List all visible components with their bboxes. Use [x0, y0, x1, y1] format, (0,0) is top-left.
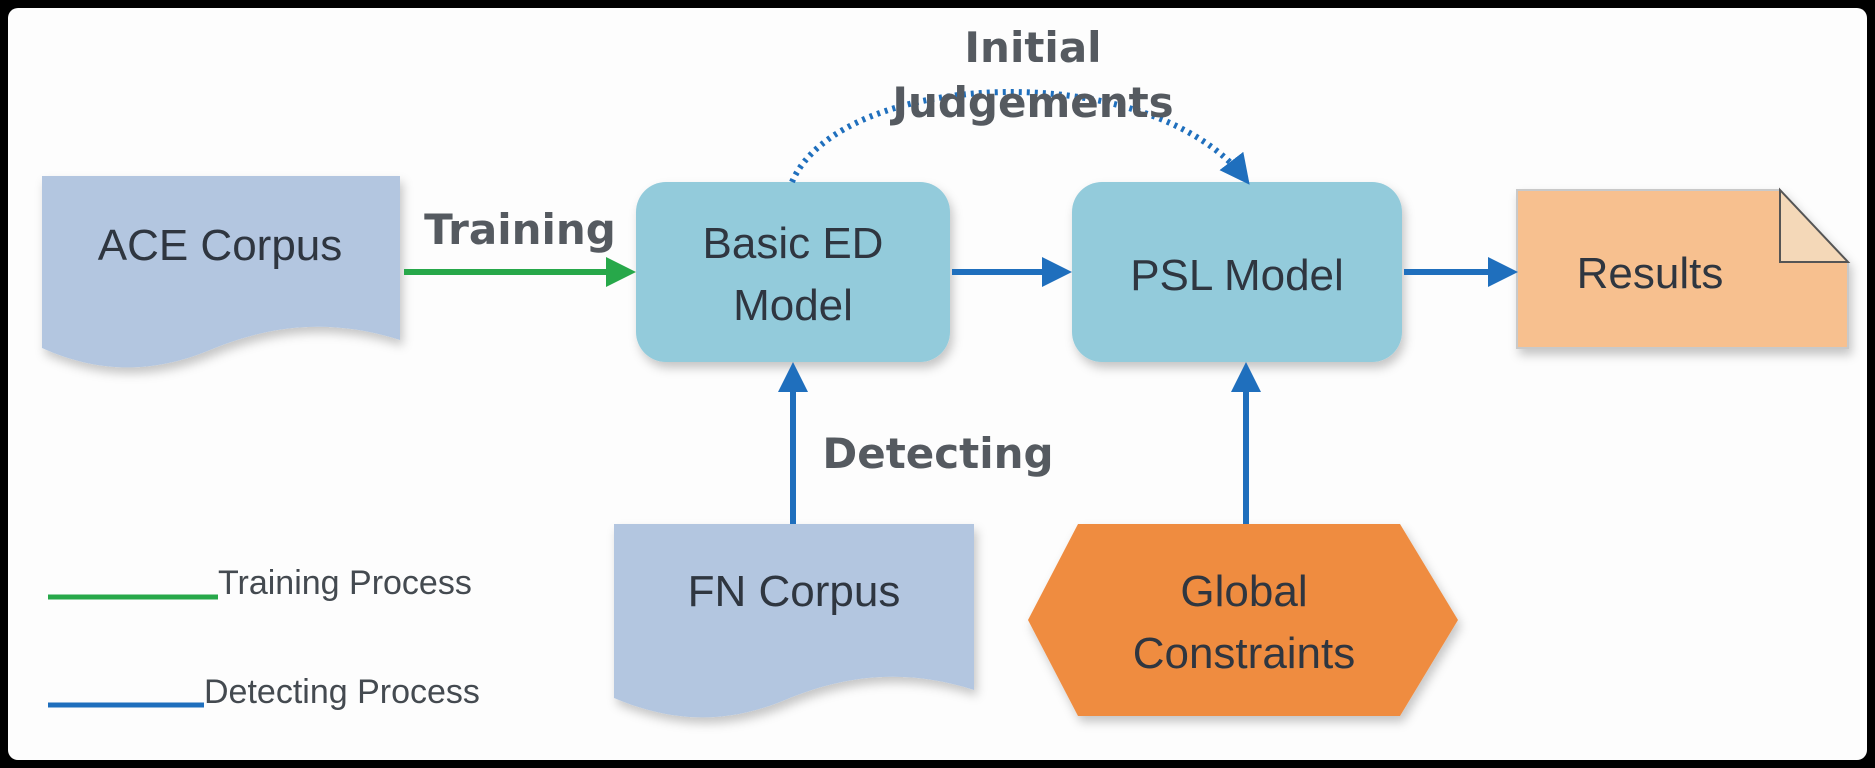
results-node: Results [1516, 187, 1851, 349]
psl-model-node: PSL Model [1072, 182, 1402, 362]
global-constraints-label-line1: Global [1180, 567, 1307, 616]
legend-training-label: Training Process [218, 564, 472, 602]
global-constraints-node: Global Constraints [1028, 524, 1458, 716]
detecting-edge-label: Detecting [822, 429, 1053, 478]
basic-ed-model-label-line1: Basic ED [703, 219, 884, 268]
ace-corpus-label: ACE Corpus [98, 221, 343, 270]
legend: Training Process Detecting Process [48, 564, 480, 711]
basic-ed-model-label-line2: Model [733, 281, 853, 330]
training-edge: Training [404, 205, 636, 287]
results-label: Results [1577, 249, 1724, 298]
initial-judgements-label-line1: Initial [964, 23, 1101, 72]
fn-corpus-label: FN Corpus [688, 567, 901, 616]
ace-corpus-node: ACE Corpus [42, 176, 400, 368]
basic-ed-model-node: Basic ED Model [636, 182, 950, 362]
initial-judgements-label-line2: Judgements [889, 78, 1173, 127]
training-edge-label: Training [424, 205, 616, 254]
initial-judgements-edge: Initial Judgements [789, 23, 1250, 185]
fn-corpus-node: FN Corpus [614, 524, 974, 718]
legend-detecting-label: Detecting Process [204, 673, 480, 711]
global-constraints-label-line2: Constraints [1133, 629, 1356, 678]
detecting-edge: Detecting [778, 362, 1054, 524]
psl-model-label: PSL Model [1130, 251, 1344, 300]
